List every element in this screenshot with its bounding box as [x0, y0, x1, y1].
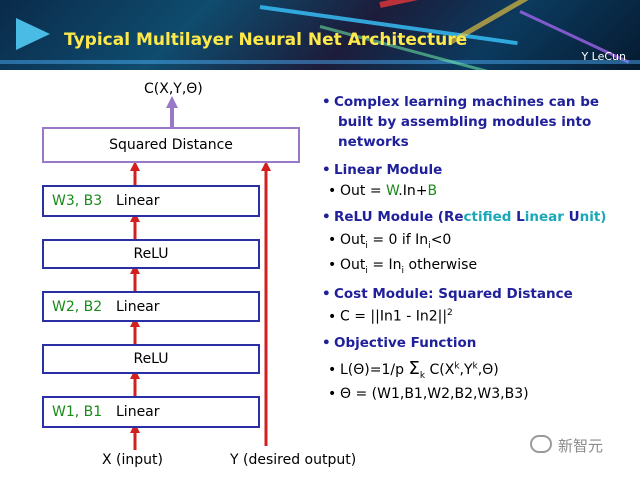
bullet-dot: • — [322, 286, 331, 302]
bullet-linear-module: •Linear Module — [322, 162, 443, 178]
relu-layer-2: ReLU — [42, 239, 260, 269]
bullet-dot: • — [328, 232, 337, 248]
linear-layer-2: W2, B2 Linear — [42, 291, 260, 322]
arrows-layer — [130, 96, 271, 450]
linear-layer-1: W1, B1 Linear — [42, 396, 260, 428]
input-label: X (input) — [102, 452, 163, 468]
theta-formula: •Θ = (W1,B1,W2,B2,W3,B3) — [328, 386, 529, 402]
target-label: Y (desired output) — [230, 452, 357, 468]
bullet-dot: • — [328, 386, 337, 402]
linear-layer-1-label: Linear — [116, 404, 160, 420]
squared-distance-box: Squared Distance — [42, 127, 300, 163]
relu-case-otherwise: •Outi = Ini otherwise — [328, 257, 478, 276]
bullet-dot: • — [328, 362, 337, 378]
bullet-objective-function: •Objective Function — [322, 335, 477, 351]
bullet-dot: • — [322, 209, 331, 225]
author-label: Y LeCun — [581, 50, 626, 63]
linear-layer-2-params: W2, B2 — [52, 298, 103, 315]
squared-distance-label: Squared Distance — [109, 137, 233, 153]
watermark: 新智元 — [530, 433, 630, 457]
linear-layer-1-params: W1, B1 — [52, 404, 103, 420]
bullet-dot: • — [328, 308, 337, 325]
linear-layer-3: W3, B3 Linear — [42, 185, 260, 217]
bullet-relu-module: •ReLU Module (Rectified Linear Unit) — [322, 209, 607, 225]
linear-layer-3-params: W3, B3 — [52, 193, 103, 209]
cost-formula: •C = ||In1 - In2||2 — [328, 308, 453, 325]
bullet-dot: • — [322, 335, 331, 351]
relu-layer-2-label: ReLU — [133, 246, 169, 262]
output-label: C(X,Y,Θ) — [144, 81, 203, 97]
network-diagram: C(X,Y,Θ) Squared Distance W3, B3 Linear … — [0, 70, 356, 480]
slide-header: Typical Multilayer Neural Net Architectu… — [0, 0, 640, 70]
linear-formula: •Out = W.In+B — [328, 183, 438, 199]
bullet-dot: • — [322, 162, 331, 178]
bullet-intro-line3: networks — [338, 134, 409, 150]
relu-layer-1-label: ReLU — [133, 351, 169, 367]
objective-formula: •L(Θ)=1/p Σk C(Xk,Yk,Θ) — [328, 358, 499, 381]
header-light-streak — [0, 60, 640, 64]
bullet-intro-line2: built by assembling modules into — [338, 114, 592, 130]
slide-title: Typical Multilayer Neural Net Architectu… — [64, 30, 468, 50]
relu-case-negative: •Outi = 0 if Ini<0 — [328, 232, 452, 251]
wechat-logo-icon — [530, 435, 552, 453]
bullet-dot: • — [328, 183, 337, 199]
relu-layer-1: ReLU — [42, 344, 260, 374]
linear-layer-3-label: Linear — [116, 193, 160, 209]
bullet-intro: •Complex learning machines can be — [322, 94, 600, 110]
arrow-logo-icon — [16, 18, 50, 50]
header-light-streak — [379, 0, 577, 8]
linear-layer-2-label: Linear — [116, 298, 160, 315]
bullet-dot: • — [322, 94, 331, 110]
bullet-cost-module: •Cost Module: Squared Distance — [322, 286, 573, 302]
bullet-dot: • — [328, 257, 337, 273]
watermark-text: 新智元 — [558, 437, 604, 455]
